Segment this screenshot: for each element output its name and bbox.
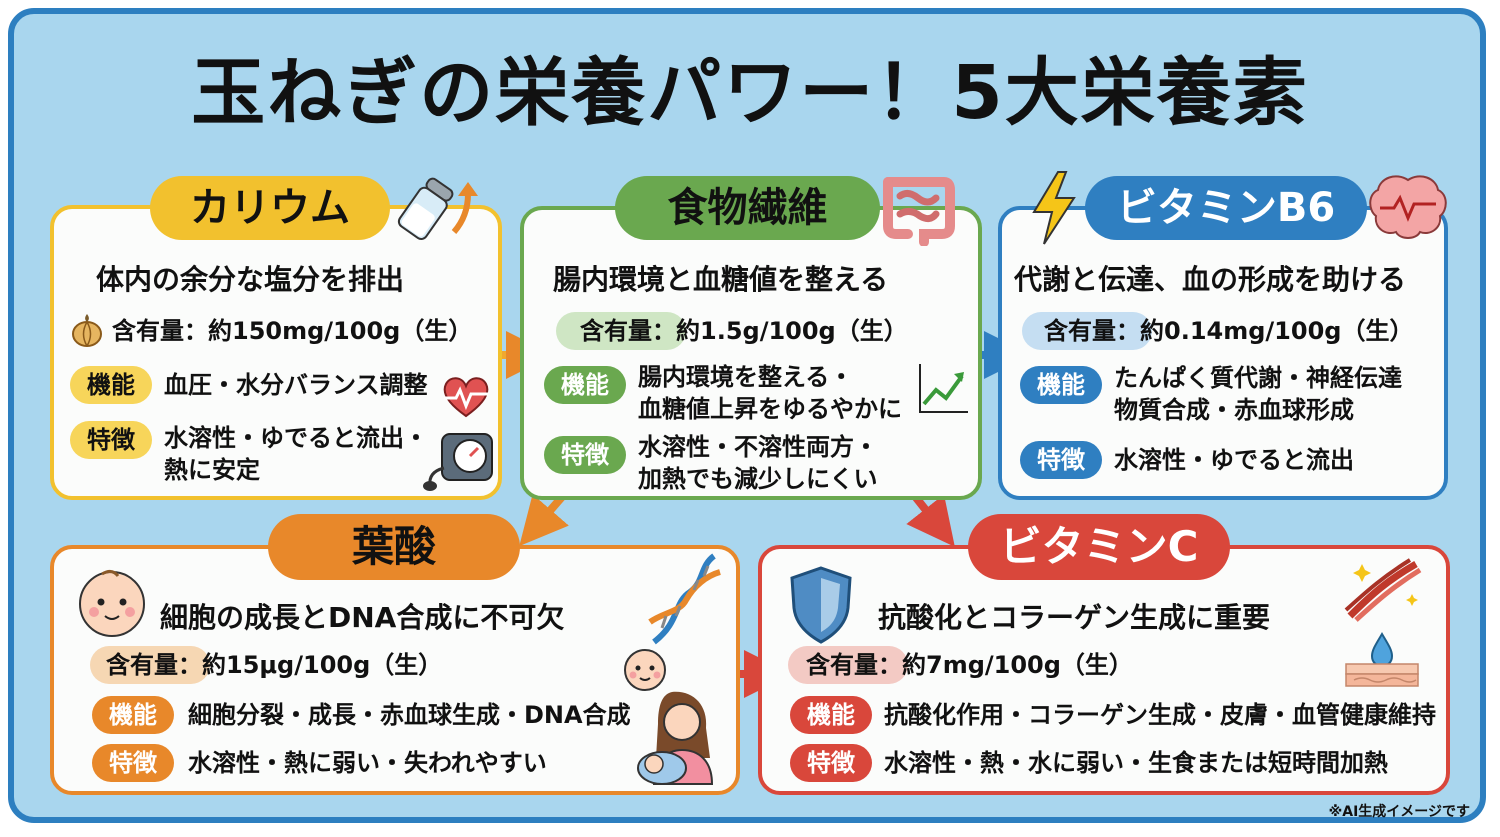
card-vitc-function-label: 機能 (790, 696, 872, 734)
blood-pressure-icon (423, 433, 493, 491)
card-fiber-content: 含有量：約1.5g/100g（生） (580, 312, 908, 350)
baby-face-icon (79, 569, 145, 637)
card-b6-content: 含有量：約0.14mg/100g（生） (1044, 312, 1413, 350)
card-fiber-feature-line1: 水溶性・不溶性両方・ (638, 433, 878, 461)
heart-pulse-icon (443, 377, 489, 418)
card-folate-feature-label: 特徴 (92, 744, 174, 782)
card-fiber-content-pill (556, 312, 686, 350)
content-label: 含有量： (1044, 317, 1140, 345)
content-label: 含有量： (112, 317, 208, 345)
card-b6-content-pill (1022, 312, 1152, 350)
skin-droplet-icon (1345, 632, 1419, 687)
card-potassium-feature-line1: 水溶性・ゆでると流出・ (164, 424, 428, 452)
card-vitc-name: ビタミンC (968, 514, 1230, 580)
baby-small-icon (624, 649, 666, 691)
card-potassium-feature-line2: 熱に安定 (164, 456, 260, 484)
shield-icon (790, 566, 852, 644)
card-folate-feature-text: 水溶性・熱に弱い・失われやすい (188, 749, 547, 777)
card-fiber-function-label: 機能 (544, 366, 626, 404)
card-fiber-feature-label: 特徴 (544, 436, 626, 474)
card-potassium-function-label: 機能 (70, 366, 152, 404)
collagen-fiber-icon (1344, 558, 1422, 622)
content-value: 約0.14mg/100g（生） (1140, 317, 1414, 345)
card-fiber-function-line2: 血糖値上昇をゆるやかに (638, 395, 902, 423)
card-vitc-content: 含有量：約7mg/100g（生） (806, 646, 1133, 684)
content-value: 約1.5g/100g（生） (676, 317, 908, 345)
card-b6-feature-text: 水溶性・ゆでると流出 (1114, 446, 1354, 474)
brain-icon (1369, 175, 1447, 239)
content-value: 約15μg/100g（生） (202, 651, 443, 679)
card-fiber-subtitle: 腸内環境と血糖値を整える (553, 263, 889, 296)
content-value: 約7mg/100g（生） (902, 651, 1133, 679)
card-folate-subtitle: 細胞の成長とDNA合成に不可欠 (160, 601, 565, 634)
content-label: 含有量： (580, 317, 676, 345)
card-fiber-name: 食物繊維 (615, 176, 880, 240)
card-folate-name: 葉酸 (268, 514, 520, 580)
card-vitc-function-text: 抗酸化作用・コラーゲン生成・皮膚・血管健康維持 (884, 701, 1436, 729)
card-fiber-feature-line2: 加熱でも減少しにくい (638, 465, 878, 493)
card-potassium-subtitle: 体内の余分な塩分を排出 (96, 263, 405, 296)
card-vitc-content-pill (788, 646, 908, 684)
content-label: 含有量： (106, 651, 202, 679)
card-folate-content: 含有量：約15μg/100g（生） (106, 646, 442, 684)
card-b6-function-label: 機能 (1020, 366, 1102, 404)
card-folate-function-label: 機能 (92, 696, 174, 734)
intestine-icon (883, 177, 955, 246)
card-potassium-feature-label: 特徴 (70, 421, 152, 459)
card-b6-function-line1: たんぱく質代謝・神経伝達 (1114, 364, 1402, 392)
card-potassium-name: カリウム (150, 176, 390, 240)
ai-generated-note: ※AI生成イメージです (1328, 804, 1470, 820)
salt-shaker-icon (397, 177, 478, 241)
onion-icon (72, 314, 102, 347)
card-vitc-feature-text: 水溶性・熱・水に弱い・生食または短時間加熱 (884, 749, 1388, 777)
growth-chart-icon (919, 364, 968, 413)
content-value: 約150mg/100g（生） (208, 317, 473, 345)
card-potassium-content: 含有量：約150mg/100g（生） (112, 312, 472, 350)
mother-baby-icon (637, 691, 714, 785)
lightning-icon (1032, 171, 1076, 245)
card-vitc-subtitle: 抗酸化とコラーゲン生成に重要 (878, 601, 1271, 634)
card-potassium-function-text: 血圧・水分バランス調整 (164, 371, 428, 399)
card-b6-feature-label: 特徴 (1020, 441, 1102, 479)
card-b6-subtitle: 代謝と伝達、血の形成を助ける (1014, 263, 1407, 296)
card-b6-name: ビタミンB6 (1085, 176, 1367, 240)
page-title: 玉ねぎの栄養パワー！5大栄養素 (191, 50, 1309, 136)
card-folate-content-pill (90, 646, 210, 684)
card-folate-function-text: 細胞分裂・成長・赤血球生成・DNA合成 (188, 701, 631, 729)
dna-icon (648, 553, 721, 645)
card-vitc-feature-label: 特徴 (790, 744, 872, 782)
card-fiber-function-line1: 腸内環境を整える・ (638, 363, 854, 391)
card-b6-function-line2: 物質合成・赤血球形成 (1114, 396, 1354, 424)
content-label: 含有量： (806, 651, 902, 679)
